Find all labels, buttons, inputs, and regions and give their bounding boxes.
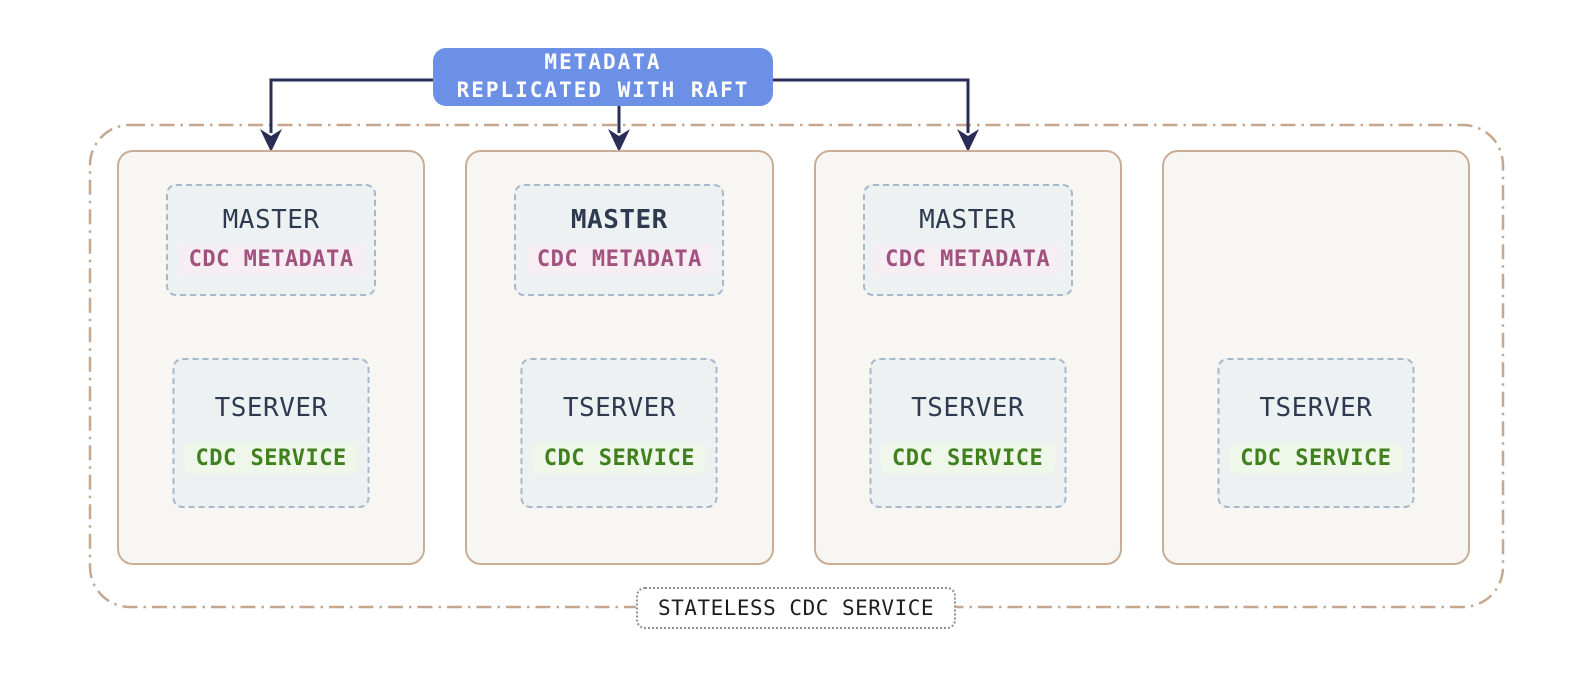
node-2: MASTER CDC METADATA TSERVER CDC SERVICE: [465, 150, 774, 565]
metadata-raft-line2: REPLICATED WITH RAFT: [456, 78, 750, 102]
node-1: MASTER CDC METADATA TSERVER CDC SERVICE: [117, 150, 426, 565]
arrowhead-down-icon: [260, 129, 282, 152]
node-4: TSERVER CDC SERVICE: [1161, 150, 1470, 565]
tserver-label: TSERVER: [1259, 392, 1373, 423]
cdc-service-badge: CDC SERVICE: [1229, 442, 1403, 474]
node-3-tserver-box: TSERVER CDC SERVICE: [869, 358, 1067, 508]
node-1-tserver-box: TSERVER CDC SERVICE: [172, 358, 370, 508]
arrowhead-down-icon: [957, 129, 979, 152]
node-1-master-box: MASTER CDC METADATA: [166, 184, 377, 296]
node-3-master-box: MASTER CDC METADATA: [862, 184, 1073, 296]
cdc-metadata-badge: CDC METADATA: [874, 244, 1062, 275]
stateless-cdc-service-label: STATELESS CDC SERVICE: [635, 587, 957, 629]
cdc-metadata-badge: CDC METADATA: [525, 244, 713, 275]
cdc-service-badge: CDC SERVICE: [532, 442, 706, 474]
node-2-master-box: MASTER CDC METADATA: [514, 184, 725, 296]
metadata-raft-box: METADATA REPLICATED WITH RAFT: [433, 48, 773, 106]
master-label: MASTER: [222, 205, 320, 235]
node-4-tserver-box: TSERVER CDC SERVICE: [1217, 358, 1415, 508]
cdc-service-badge: CDC SERVICE: [881, 442, 1055, 474]
cdc-metadata-badge: CDC METADATA: [177, 244, 365, 275]
node-2-tserver-box: TSERVER CDC SERVICE: [520, 358, 718, 508]
master-label: MASTER: [570, 205, 668, 235]
master-label: MASTER: [919, 205, 1017, 235]
tserver-label: TSERVER: [214, 392, 328, 423]
raft-connector-right: [773, 78, 970, 133]
node-3: MASTER CDC METADATA TSERVER CDC SERVICE: [813, 150, 1122, 565]
tserver-label: TSERVER: [562, 392, 676, 423]
cdc-service-badge: CDC SERVICE: [184, 442, 358, 474]
node-row: MASTER CDC METADATA TSERVER CDC SERVICE …: [117, 150, 1470, 565]
arrowhead-down-icon: [608, 129, 630, 152]
raft-connector-left: [269, 78, 433, 133]
metadata-raft-line1: METADATA: [544, 50, 662, 75]
tserver-label: TSERVER: [911, 392, 1025, 423]
